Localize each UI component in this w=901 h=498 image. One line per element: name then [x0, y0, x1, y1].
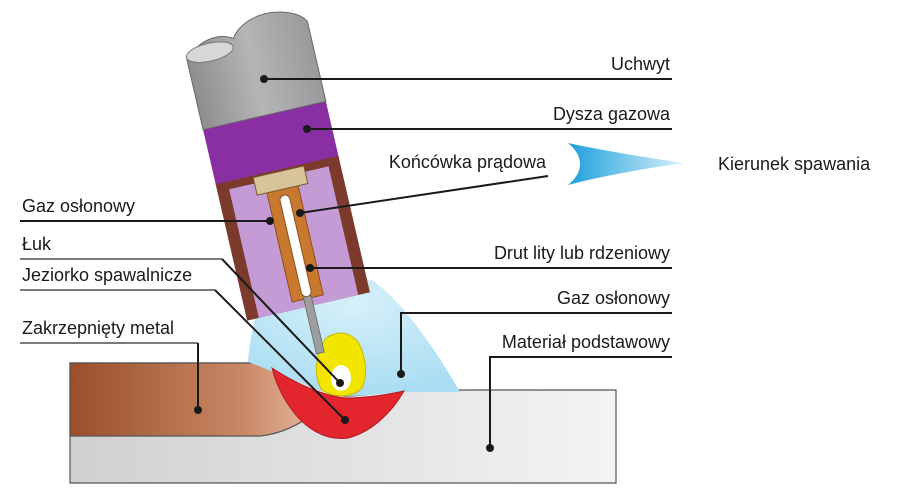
label-luk: Łuk [22, 234, 52, 254]
holder-top [185, 41, 234, 63]
label-gaz-oslonowy-left: Gaz osłonowy [22, 196, 135, 216]
contact-tip-cap [252, 165, 309, 196]
direction-arrow [568, 143, 684, 185]
leader-dots [194, 75, 494, 452]
electrode-wire [302, 295, 325, 355]
label-uchwyt: Uchwyt [611, 54, 670, 74]
label-drut: Drut lity lub rdzeniowy [494, 243, 670, 263]
label-dysza-gazowa: Dysza gazowa [553, 104, 671, 124]
label-zakrzepniety-metal: Zakrzepnięty metal [22, 318, 174, 338]
arc-core [331, 365, 351, 391]
label-jeziorko-spawalnicze: Jeziorko spawalnicze [22, 265, 192, 285]
arc [316, 332, 366, 397]
label-koncowka-pradowa: Końcówka prądowa [389, 152, 547, 172]
welding-torch [185, 11, 370, 355]
leader-lines [20, 78, 672, 448]
label-material-podstawowy: Materiał podstawowy [502, 332, 670, 352]
weld-pool [271, 366, 405, 439]
label-gaz-oslonowy-right: Gaz osłonowy [557, 288, 670, 308]
label-kierunek-spawania: Kierunek spawania [718, 154, 871, 174]
